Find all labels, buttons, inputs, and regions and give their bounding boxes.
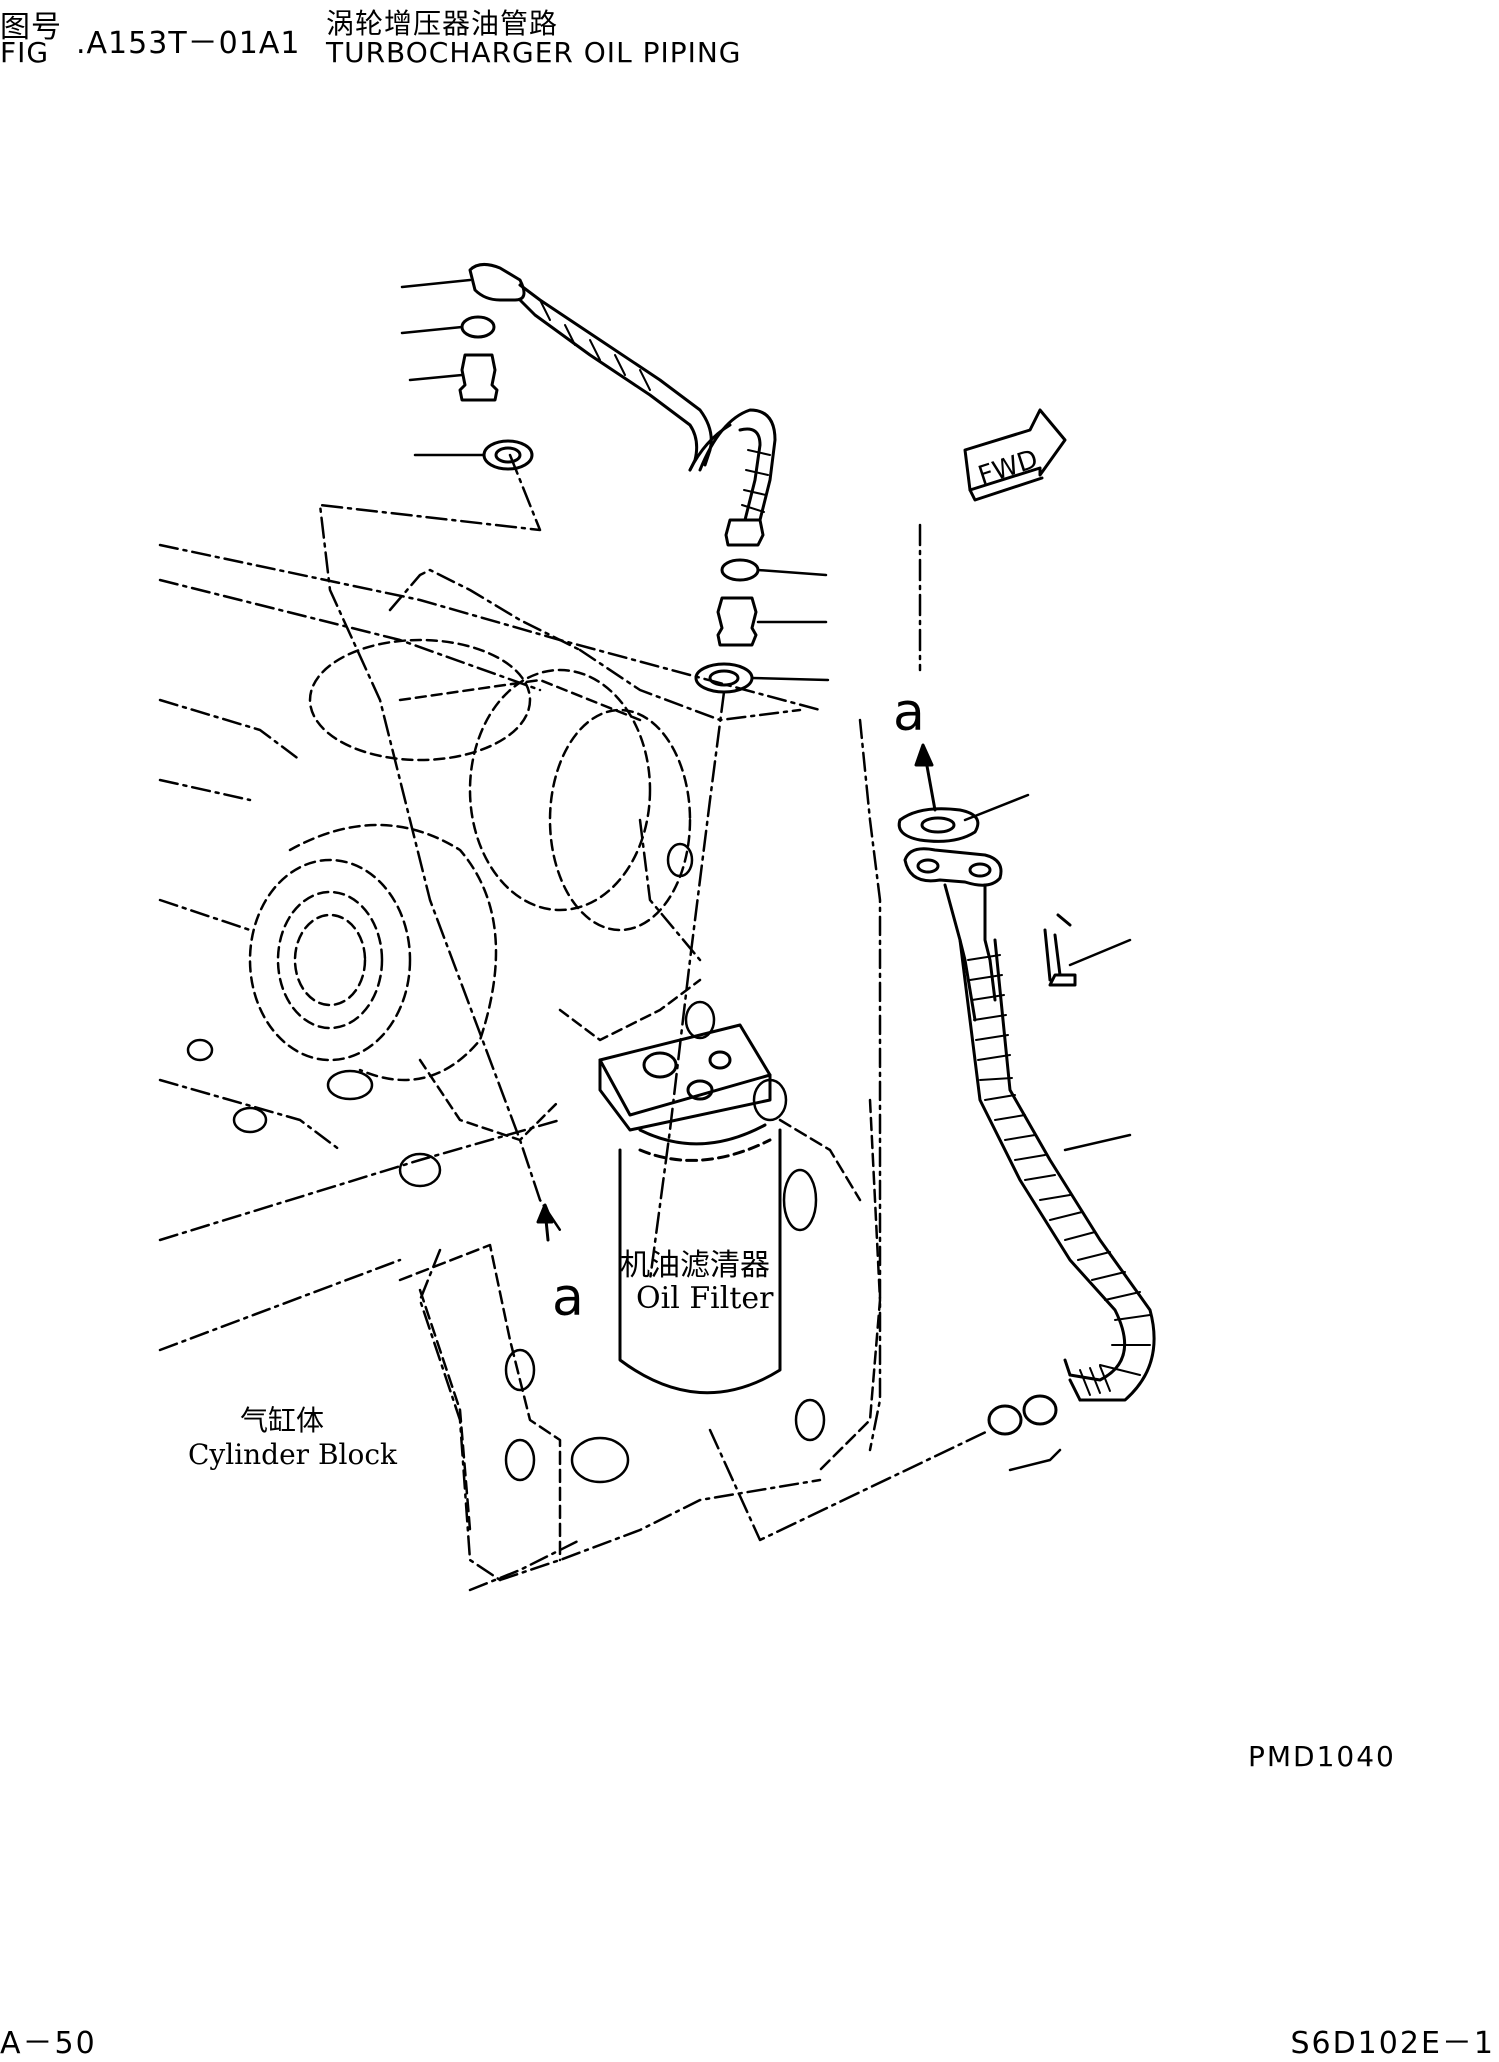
part-leader-lines <box>400 278 1132 1472</box>
inlet-fittings-stack <box>458 315 534 471</box>
o-ring-upper <box>460 315 496 339</box>
fwd-label: FWD <box>975 444 1042 491</box>
ref-a-top: a <box>893 683 925 743</box>
connector-upper <box>458 353 499 402</box>
fwd-badge: FWD <box>963 408 1067 502</box>
fig-label-cn: 图号 <box>0 10 62 45</box>
title-cn: 涡轮增压器油管路 <box>326 7 559 40</box>
o-ring-lower <box>720 558 760 582</box>
drain-gasket <box>897 807 980 843</box>
fig-number: .A153T－01A1 <box>76 26 301 61</box>
cylinder-block-label-cn: 气缸体 <box>240 1404 324 1437</box>
assembly-lines <box>318 453 992 1542</box>
ref-a-bottom: a <box>552 1268 584 1328</box>
turbo-oil-inlet-pipe <box>468 263 777 522</box>
block-bosses <box>186 842 826 1484</box>
oil-filter <box>598 1023 782 1395</box>
drain-o-ring-1 <box>987 1404 1023 1436</box>
direction-arrows <box>536 743 937 1242</box>
block-side-lower <box>398 1098 882 1562</box>
drawing-reference-code: PMD1040 <box>1248 1740 1396 1773</box>
oil-drain-assembly <box>897 807 1156 1436</box>
drain-bolt <box>1043 928 1077 987</box>
drain-o-ring-2 <box>1022 1394 1058 1426</box>
fig-label-en: FIG <box>0 36 50 69</box>
connector-lower <box>716 596 758 647</box>
page-number: A－50 <box>0 2026 97 2061</box>
title-en: TURBOCHARGER OIL PIPING <box>326 36 742 69</box>
drain-flange <box>903 847 1003 887</box>
gasket-upper <box>482 439 534 471</box>
turbocharger <box>248 638 702 1142</box>
oil-filter-label-cn: 机油滤清器 <box>620 1248 770 1283</box>
pipe-end-nut <box>724 518 765 547</box>
cylinder-block-label-en: Cylinder Block <box>188 1438 398 1471</box>
model-code: S6D102E－1 <box>1290 2026 1495 2061</box>
outlet-fittings-stack <box>694 518 765 694</box>
oil-filter-label-en: Oil Filter <box>636 1281 774 1316</box>
